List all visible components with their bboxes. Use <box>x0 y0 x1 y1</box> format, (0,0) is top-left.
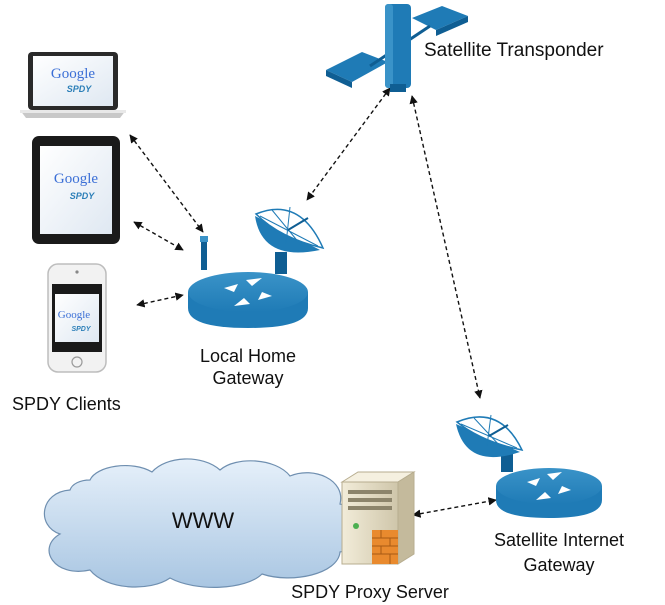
tablet-screen-spdy: SPDY <box>70 191 96 201</box>
phone-icon: Google SPDY <box>47 263 107 373</box>
satellite-dish-icon <box>254 206 325 274</box>
home-gateway-label-line2: Gateway <box>212 368 283 388</box>
internet-dish <box>455 414 524 472</box>
satellite-dish-icon <box>455 414 524 472</box>
internet-gateway-label-line2: Gateway <box>523 555 594 575</box>
satellite-label: Satellite Transponder <box>424 40 604 61</box>
laptop-screen-spdy: SPDY <box>67 84 93 94</box>
phone-screen-spdy: SPDY <box>71 326 91 333</box>
router-icon <box>188 236 308 328</box>
home-dish <box>254 206 325 274</box>
satellite-icon: Satellite Transponder <box>326 4 604 92</box>
proxy-label: SPDY Proxy Server <box>291 582 449 602</box>
tablet-screen-brand: Google <box>54 171 99 187</box>
link-tablet-to-router <box>133 221 184 251</box>
internet-router <box>496 468 602 518</box>
home-router <box>188 236 308 328</box>
laptop-screen-brand: Google <box>51 66 96 82</box>
router-icon <box>496 468 602 518</box>
link-laptop-to-router <box>129 134 204 233</box>
clients-label: SPDY Clients <box>12 394 121 414</box>
connections <box>129 87 497 518</box>
home-gateway-label-line1: Local Home <box>200 346 296 366</box>
link-satellite-to-internet-dish <box>409 95 483 399</box>
tablet-icon: Google SPDY <box>32 136 120 244</box>
phone-screen-brand: Google <box>58 309 91 321</box>
server-icon <box>340 471 416 565</box>
internet-gateway-label-line1: Satellite Internet <box>494 530 624 550</box>
link-proxy-to-internet-gateway <box>412 497 497 518</box>
link-phone-to-router <box>136 292 184 308</box>
cloud-label: WWW <box>172 508 235 533</box>
link-satellite-to-home-dish <box>306 87 391 201</box>
cloud-icon: WWW <box>43 458 362 588</box>
laptop-icon: Google SPDY <box>20 52 126 118</box>
